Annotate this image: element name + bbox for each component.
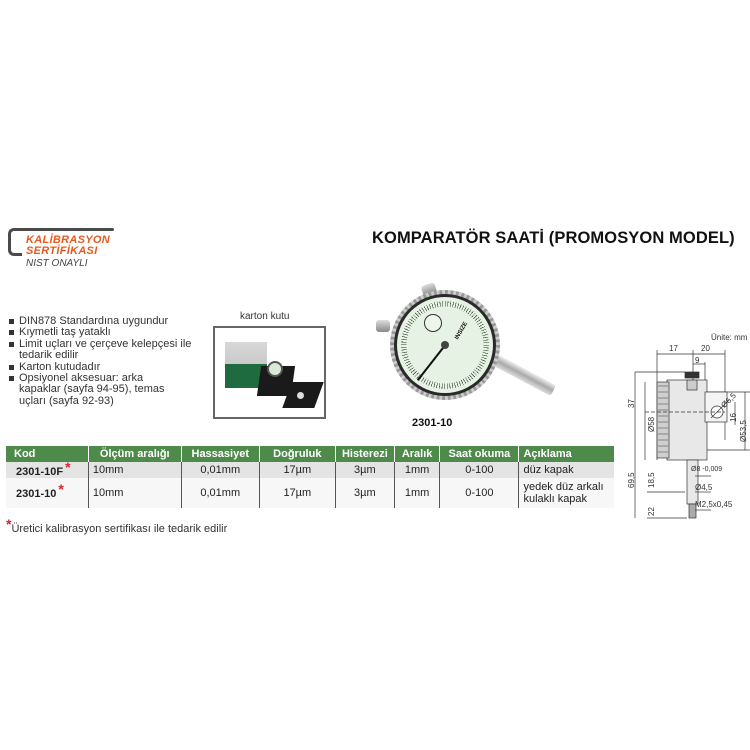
cell-measuring-range: 10mm	[87, 478, 182, 508]
cell-kod: 2301-10F*	[6, 459, 89, 478]
col-header-interval: Aralık	[393, 446, 440, 462]
col-header-resolution: Hassasiyet	[180, 446, 260, 462]
lid-hole	[297, 392, 304, 399]
dim-37: 37	[627, 399, 636, 408]
feature-item: Kıymetli taş yataklı	[8, 326, 213, 338]
feature-item: DIN878 Standardına uygundur	[8, 315, 213, 327]
dim-20: 20	[701, 344, 710, 353]
dim-18-5: 18,5	[647, 472, 656, 488]
dim-9: 9	[695, 356, 700, 365]
unit-label: Ünite: mm	[711, 333, 748, 342]
cell-description: yedek düz arkalı kulaklı kapak	[518, 478, 614, 508]
feature-item: Karton kutudadır	[8, 361, 213, 373]
dim-22: 22	[647, 507, 656, 516]
case-dial-icon	[267, 361, 283, 377]
cell-resolution: 0,01mm	[180, 462, 260, 478]
dim-m2-5: M2,5x0,45	[695, 500, 733, 509]
carton-box-image	[213, 326, 326, 419]
cell-hysteresis: 3µm	[334, 478, 395, 508]
col-header-hysteresis: Histerezi	[334, 446, 395, 462]
col-header-measuring-range: Ölçüm aralığı	[87, 446, 182, 462]
page-title: KOMPARATÖR SAATİ (PROMOSYON MODEL)	[372, 229, 735, 247]
dim-69-5: 69,5	[627, 472, 636, 488]
feature-item: Limit uçları ve çerçeve kelepçesi ile te…	[8, 338, 213, 362]
logo-line-1: KALİBRASYON	[26, 234, 110, 246]
cell-dial-reading: 0-100	[439, 462, 519, 478]
cell-interval: 1mm	[393, 462, 440, 478]
dim-58: Ø58	[647, 416, 656, 432]
cell-resolution: 0,01mm	[180, 478, 260, 508]
dim-17: 17	[669, 344, 678, 353]
logo-line-2: SERTİFİKASI	[26, 245, 98, 257]
cell-accuracy: 17µm	[258, 462, 336, 478]
gauge-side-cap	[376, 320, 390, 332]
cell-dial-reading: 0-100	[439, 478, 519, 508]
dim-4-5: Ø4,5	[695, 483, 713, 492]
feature-item: Opsiyonel aksesuar: arka kapaklar (sayfa…	[8, 372, 178, 407]
dim-16: 16	[729, 413, 738, 422]
col-header-dial-reading: Saat okuma	[439, 446, 519, 462]
cell-measuring-range: 10mm	[87, 462, 182, 478]
dim-53-5: Ø53,5	[739, 420, 748, 442]
star-icon: *	[6, 516, 12, 532]
technical-drawing: 17 20 9 37 Ø58 Ø6,5 16 Ø53,5 69,5 18,5 Ø…	[625, 340, 750, 520]
dim-8: Ø8 -0,009	[691, 466, 723, 473]
star-icon: *	[65, 459, 71, 475]
logo-bracket-icon	[8, 228, 22, 256]
table-row: 2301-10* 10mm 0,01mm 17µm 3µm 1mm 0-100 …	[6, 478, 614, 508]
logo-line-3: NIST ONAYLI	[26, 258, 88, 269]
col-header-accuracy: Doğruluk	[258, 446, 336, 462]
technical-drawing-svg	[634, 350, 750, 519]
dial-indicator-image: INSIZE	[360, 262, 580, 422]
product-caption: 2301-10	[412, 417, 453, 429]
table-header-row: Kod Ölçüm aralığı Hassasiyet Doğruluk Hi…	[6, 446, 614, 462]
footnote: *Üretici kalibrasyon sertifikası ile ted…	[6, 516, 228, 535]
gauge-hub	[441, 341, 449, 349]
table-row: 2301-10F* 10mm 0,01mm 17µm 3µm 1mm 0-100…	[6, 459, 614, 478]
cell-interval: 1mm	[393, 478, 440, 508]
logo-bracket-top	[14, 228, 114, 231]
col-header-kod: Kod	[6, 446, 89, 462]
cell-hysteresis: 3µm	[334, 462, 395, 478]
cell-description: düz kapak	[518, 462, 614, 478]
carton-box-label: karton kutu	[240, 311, 290, 322]
spec-table: Kod Ölçüm aralığı Hassasiyet Doğruluk Hi…	[6, 446, 614, 508]
col-header-description: Açıklama	[518, 446, 614, 462]
kod-value: 2301-10	[16, 488, 57, 500]
gauge-revolution-counter	[424, 314, 442, 332]
feature-list: DIN878 Standardına uygundur Kıymetli taş…	[8, 315, 213, 407]
cell-accuracy: 17µm	[258, 478, 336, 508]
calibration-certificate-logo: KALİBRASYON SERTİFİKASI NIST ONAYLI	[8, 228, 128, 270]
star-icon: *	[58, 481, 64, 497]
footnote-text: Üretici kalibrasyon sertifikası ile teda…	[11, 523, 228, 535]
cell-kod: 2301-10*	[6, 478, 89, 508]
kod-value: 2301-10F	[16, 466, 64, 478]
